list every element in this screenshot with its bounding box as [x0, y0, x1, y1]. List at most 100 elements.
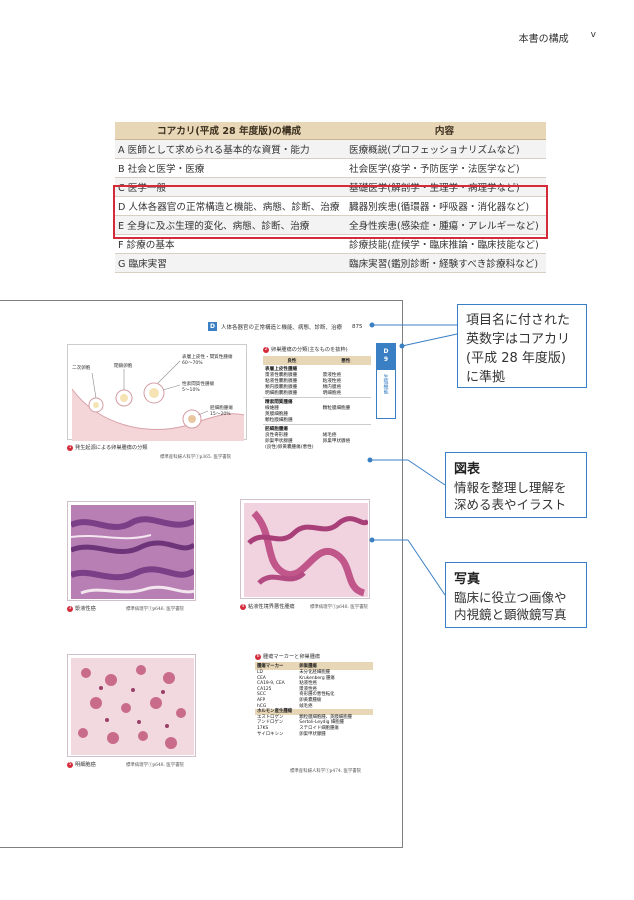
- table-header-row: コアカリ(平成 28 年度版)の構成 内容: [115, 122, 546, 140]
- table-header-cell: 内容: [343, 122, 546, 140]
- table-row: B 社会と医学・医療社会医学(疫学・予防医学・法医学など): [115, 158, 546, 178]
- table-row: 粘液性嚢胞腺腫粘液性癌: [265, 379, 342, 384]
- diagram-label: 閉鎖卵胞: [114, 364, 133, 369]
- running-head: 本書の構成 v: [519, 30, 596, 45]
- table-row: 漿液性嚢胞腺腫漿液性癌: [265, 373, 342, 378]
- diagram-label: 性索間質性腫瘍: [182, 382, 215, 387]
- section-badge: D: [208, 322, 217, 331]
- table-row: エストロゲン顆粒膜細胞腫、莢膜細胞腫: [257, 714, 352, 720]
- table-cell: 臨床実習(鑑別診断・経験すべき診療科など): [343, 253, 546, 273]
- histology-photo-mucinous: [240, 499, 370, 599]
- callout-core-code: 項目名に付された英数字はコアカリ(平成 28 年度版)に準拠: [457, 304, 587, 388]
- table-cell: 医療概説(プロフェッショナリズムなど): [343, 139, 546, 159]
- table-cell: 診療技能(症候学・臨床推論・臨床技能など): [343, 234, 546, 254]
- table-row: 良性奇形腫絨毛癌: [265, 433, 337, 438]
- marker-table-citation: 標準産科婦人科学①p474. 医学書院: [290, 769, 362, 774]
- callout-body: 臨床に役立つ画像や内視鏡と顕微鏡写真: [454, 590, 567, 622]
- ovary-origin-diagram: 二次卵胞 閉鎖卵胞 表層上皮性・間質性腫瘍 60～70% 性索間質性腫瘍 5～1…: [67, 344, 247, 441]
- diagram-label: 15～20%: [210, 412, 231, 417]
- page-number: v: [590, 30, 596, 40]
- table-header-cell: 良性: [263, 356, 321, 365]
- table-cell: G 臨床実習: [115, 253, 343, 273]
- callout-body: 情報を整理し理解を深める表やイラスト: [454, 480, 567, 512]
- diagram-label: 胚細胞腫瘍: [210, 406, 233, 411]
- photo-citation: 標準病理学①p648. 医学書院: [126, 763, 184, 768]
- callout-heading: 図表: [454, 462, 481, 477]
- photo-citation: 標準病理学①p646. 医学書院: [126, 607, 184, 612]
- callout-figures: 図表 情報を整理し理解を深める表やイラスト: [445, 452, 587, 518]
- running-head-title: 本書の構成: [518, 34, 569, 45]
- table-cell: 社会医学(疫学・予防医学・法医学など): [343, 158, 546, 178]
- core-curriculum-table: コアカリ(平成 28 年度版)の構成 内容 A 医師として求められる基本的な資質…: [115, 122, 546, 273]
- callout-photos: 写真 臨床に役立つ画像や内視鏡と顕微鏡写真: [445, 562, 587, 628]
- diagram-label: 二次卵胞: [72, 366, 91, 371]
- photo-citation: 標準病理学①p648. 医学書院: [310, 605, 368, 610]
- diagram-label: 5～10%: [182, 388, 200, 393]
- table-header-cell: コアカリ(平成 28 年度版)の構成: [115, 122, 343, 140]
- table-row: (良性)卵黄嚢腫瘍(悪性): [265, 445, 314, 450]
- histology-photo-clear-cell: [67, 654, 196, 757]
- table-row: 線維腫顆粒膜細胞腫: [265, 406, 351, 411]
- callout-heading: 写真: [454, 572, 481, 587]
- table-section: 精索間質腫瘍: [263, 397, 371, 406]
- table-cell: A 医師として求められる基本的な資質・能力: [115, 139, 343, 159]
- chapter-side-tab-label: 生殖機能: [382, 374, 389, 394]
- table-cell: 臓器別疾患(循環器・呼吸器・消化器など): [343, 196, 546, 216]
- sample-page-header: D 人体各器官の正常構造と機能、病態、診断、治療 875: [208, 322, 363, 331]
- table-header-cell: 悪性: [320, 356, 371, 365]
- sample-page-header-text: 人体各器官の正常構造と機能、病態、診断、治療: [221, 324, 343, 331]
- table-row: 類内膜嚢胞腺腫類内膜癌: [265, 385, 342, 390]
- table-row: 卵巣甲状腺腫卵巣甲状腺癌: [265, 439, 351, 444]
- table-header-cell: 腫瘍マーカー: [255, 662, 298, 670]
- histology-image: [71, 658, 194, 755]
- table-row: 明細胞嚢胞腺腫明細胞癌: [265, 391, 342, 396]
- table-row: 顆粒膜細胞腫: [265, 418, 293, 423]
- table-row: C 医学一般基礎医学(解剖学・生理学・病理学など): [115, 177, 546, 197]
- table-cell: D 人体各器官の正常構造と機能、病態、診断、治療: [115, 196, 343, 216]
- table-row: E 全身に及ぶ生理的変化、病態、診断、治療全身性疾患(感染症・腫瘍・アレルギーな…: [115, 215, 546, 235]
- ovary-diagram-illustration: [71, 360, 245, 441]
- table-cell: 基礎医学(解剖学・生理学・病理学など): [343, 177, 546, 197]
- table-row: F 診療の基本診療技能(症候学・臨床推論・臨床技能など): [115, 234, 546, 254]
- sample-page-number: 875: [352, 323, 363, 330]
- table-section: ホルモン産生腫瘍: [255, 709, 373, 715]
- table-row: サイロキシン卵巣甲状腺腫: [257, 731, 326, 737]
- table-row: A 医師として求められる基本的な資質・能力医療概説(プロフェッショナリズムなど): [115, 139, 546, 159]
- histology-image: [244, 503, 368, 597]
- table-section: 胚細胞腫瘍: [263, 424, 371, 433]
- diagram-label: 60～70%: [182, 361, 203, 366]
- histology-image: [71, 505, 194, 599]
- table-row: 莢膜細胞腫: [265, 412, 288, 417]
- classification-table: 良性悪性 表層上皮性腫瘍 漿液性嚢胞腺腫漿液性癌 粘液性嚢胞腺腫粘液性癌 類内膜…: [263, 356, 371, 451]
- table-section: 表層上皮性腫瘍: [265, 367, 298, 372]
- histology-photo-serous: [67, 501, 196, 601]
- table-row: D 人体各器官の正常構造と機能、病態、診断、治療臓器別疾患(循環器・呼吸器・消化…: [115, 196, 546, 216]
- table-cell: B 社会と医学・医療: [115, 158, 343, 178]
- table-header-cell: 卵巣腫瘍: [297, 662, 373, 670]
- callout-body: 項目名に付された英数字はコアカリ(平成 28 年度版)に準拠: [466, 313, 571, 385]
- table-row: G 臨床実習臨床実習(鑑別診断・経験すべき診療科など): [115, 253, 546, 273]
- table-cell: 全身性疾患(感染症・腫瘍・アレルギーなど): [343, 215, 546, 235]
- table-cell: C 医学一般: [115, 177, 343, 197]
- diagram-label: 表層上皮性・間質性腫瘍: [182, 355, 233, 360]
- table-cell: E 全身に及ぶ生理的変化、病態、診断、治療: [115, 215, 343, 235]
- table-cell: F 診療の基本: [115, 234, 343, 254]
